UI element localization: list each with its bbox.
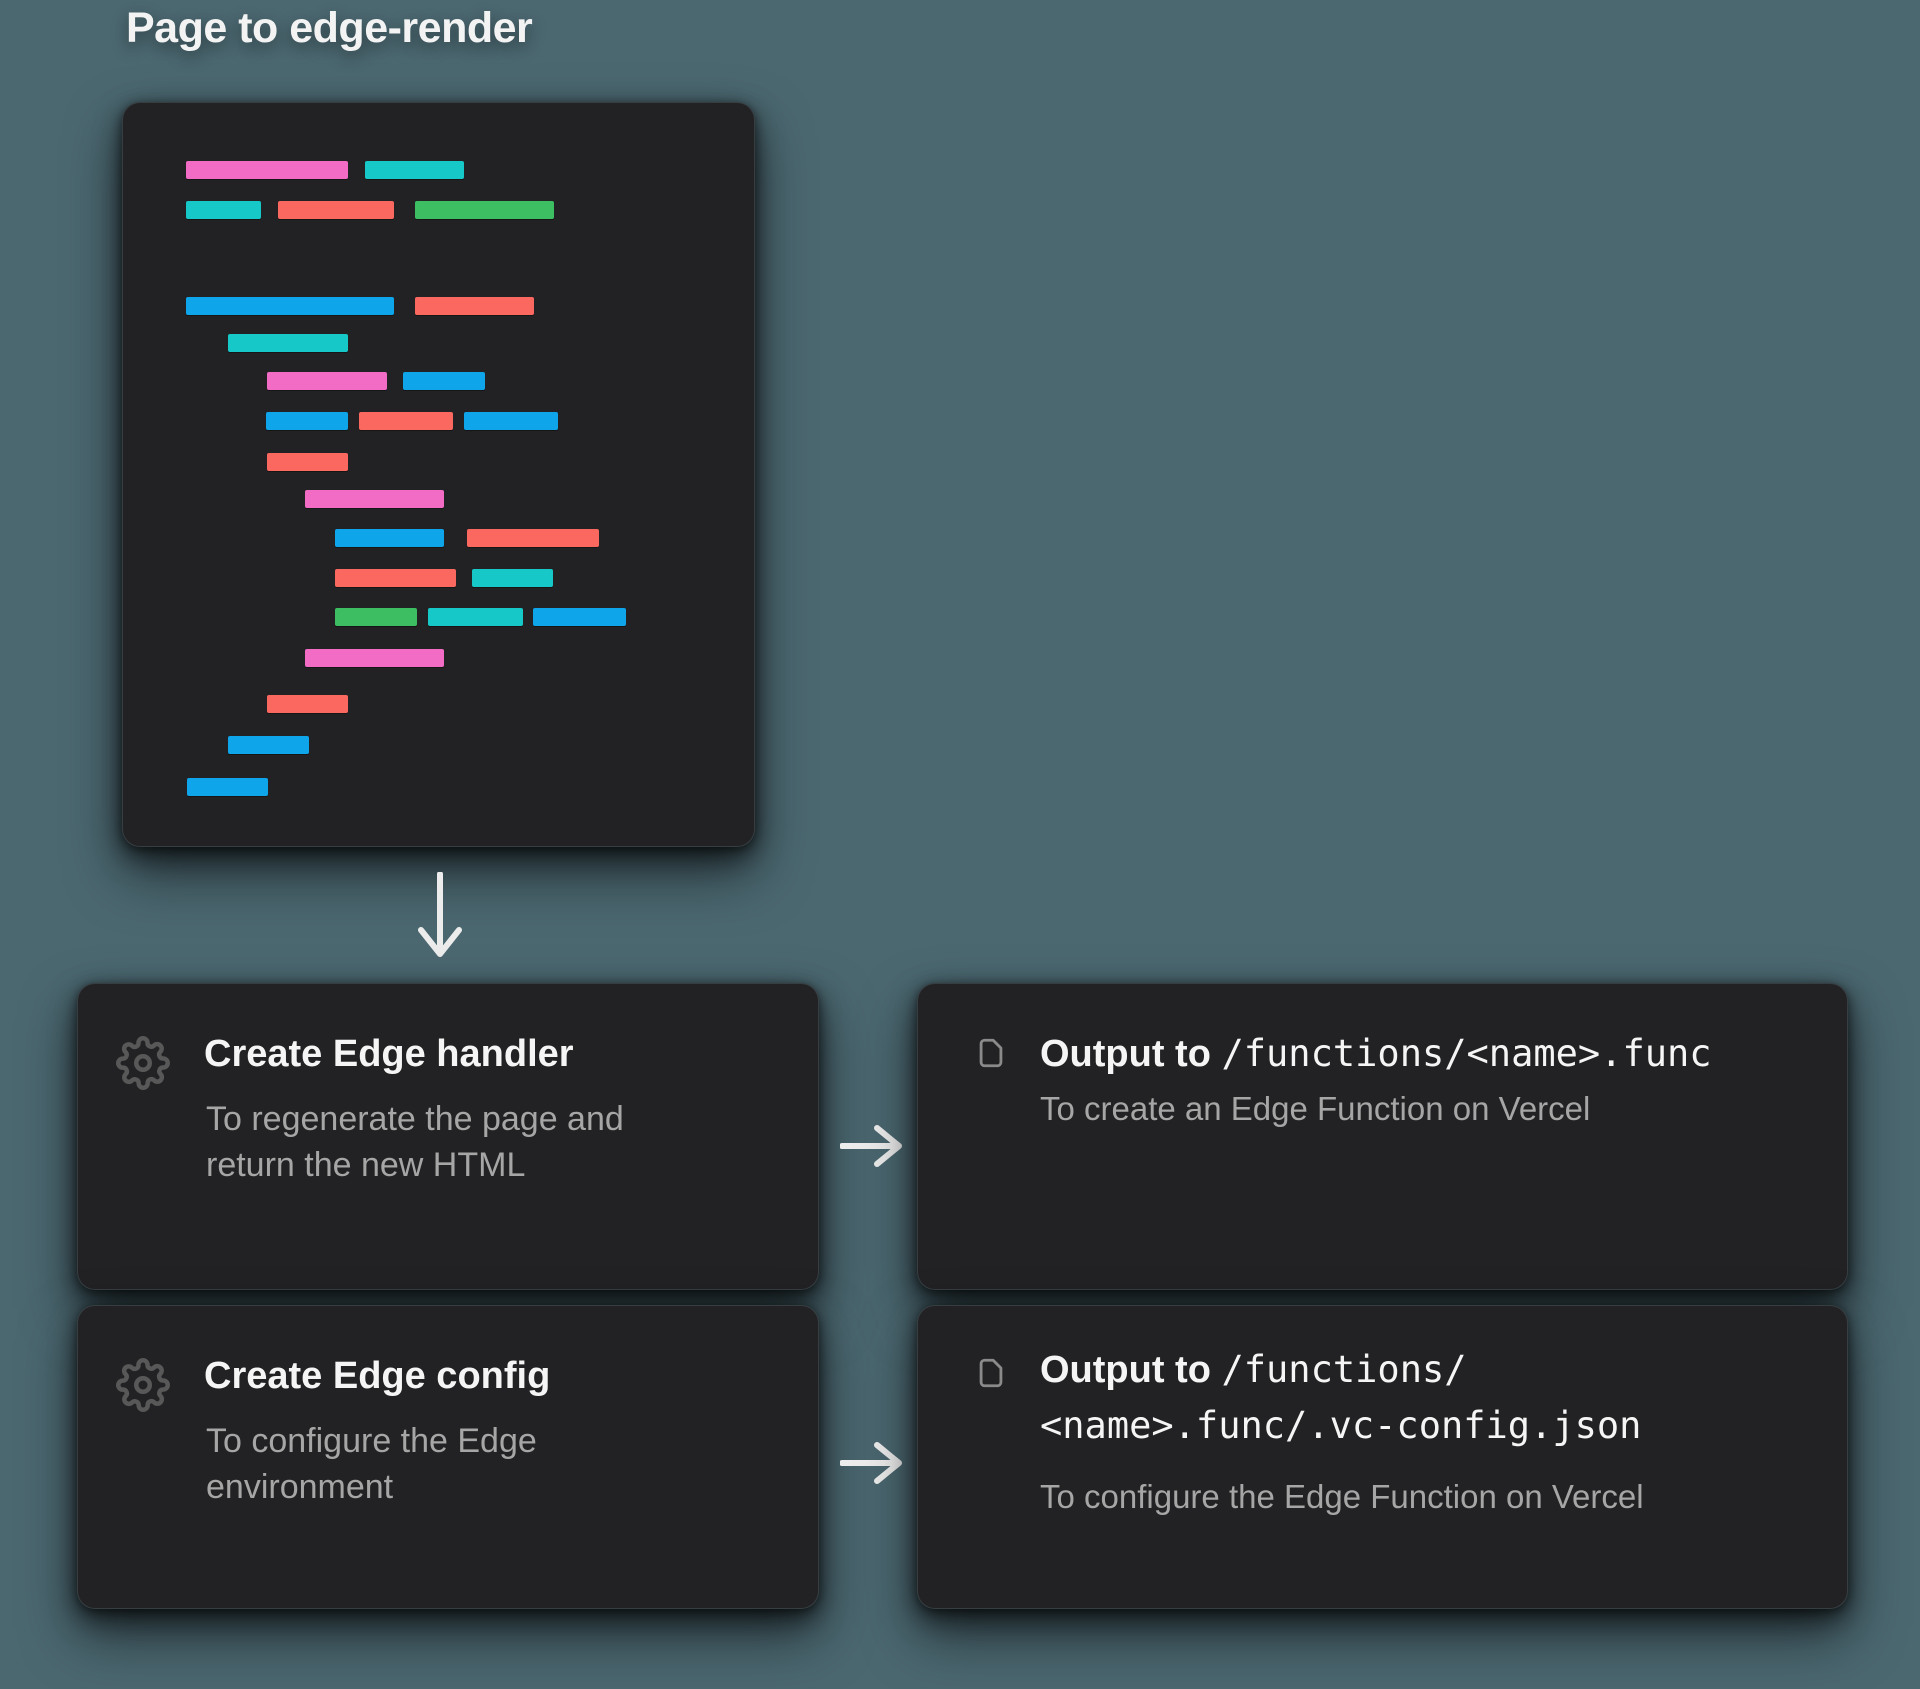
code-bar [278, 201, 394, 219]
file-icon [979, 1358, 1003, 1388]
code-panel [122, 102, 755, 847]
arrow-right-icon [840, 1125, 902, 1167]
card-title: Create Edge config [204, 1355, 551, 1397]
code-bar [267, 453, 348, 471]
code-bar [335, 529, 444, 547]
title-prefix: Output to [1040, 1033, 1222, 1075]
arrow-down-icon [418, 872, 462, 957]
page-title: Page to edge-render [126, 4, 533, 52]
code-bar [335, 608, 417, 626]
file-icon [979, 1038, 1003, 1068]
code-bar [415, 201, 554, 219]
code-bar [186, 201, 261, 219]
code-bar [305, 649, 444, 667]
gear-icon [116, 1036, 170, 1090]
arrow-right-icon [840, 1442, 902, 1484]
card-title: Create Edge handler [204, 1033, 574, 1075]
code-bar [267, 372, 387, 390]
output-path-line2: <name>.func/.vc-config.json [1040, 1404, 1642, 1447]
code-bar [228, 334, 348, 352]
card-description: To configure the Edge environment [206, 1422, 537, 1506]
gear-icon [116, 1358, 170, 1412]
output-path: /functions/<name>.func [1221, 1032, 1712, 1075]
code-bar [415, 297, 534, 315]
code-bar [186, 297, 394, 315]
card-create-edge-config: Create Edge config To configure the Edge… [77, 1305, 819, 1609]
card-output-func: Output to /functions/<name>.func To crea… [917, 983, 1848, 1290]
code-bar [467, 529, 599, 547]
code-bar [533, 608, 626, 626]
code-bar [266, 412, 348, 430]
card-create-edge-handler: Create Edge handler To regenerate the pa… [77, 983, 819, 1290]
card-title: Output to /functions/<name>.func [1040, 1030, 1712, 1078]
code-bar [403, 372, 485, 390]
code-bar [186, 161, 348, 179]
title-prefix: Output to [1040, 1349, 1222, 1391]
code-bar [267, 695, 348, 713]
card-description: To regenerate the page and return the ne… [206, 1100, 624, 1184]
output-path-line1: /functions/ [1221, 1348, 1467, 1391]
card-output-vc-config: Output to /functions/ <name>.func/.vc-co… [917, 1305, 1848, 1609]
card-title: Output to /functions/ <name>.func/.vc-co… [1040, 1342, 1641, 1454]
code-bar [464, 412, 558, 430]
code-bar [359, 412, 453, 430]
card-description: To create an Edge Function on Vercel [1040, 1090, 1591, 1127]
code-bar [335, 569, 456, 587]
code-bar [365, 161, 464, 179]
code-bar [472, 569, 553, 587]
code-bar [428, 608, 523, 626]
card-description: To configure the Edge Function on Vercel [1040, 1478, 1644, 1515]
code-bar [305, 490, 444, 508]
code-bar [187, 778, 268, 796]
code-bar [228, 736, 309, 754]
